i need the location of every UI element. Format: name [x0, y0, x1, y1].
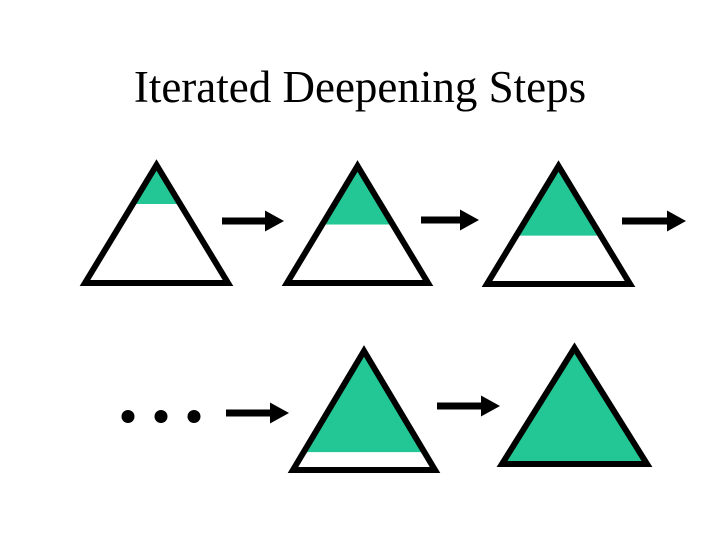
- ellipsis-dot-3: [187, 410, 201, 423]
- triangle-step-1-filled-region: [132, 165, 181, 204]
- arrow-4-right-arrow-icon: [226, 402, 289, 424]
- slide-title: Iterated Deepening Steps: [133, 62, 587, 112]
- triangle-step-3-filled-region: [516, 166, 601, 236]
- triangle-step-4-outline: [287, 345, 441, 473]
- triangle-step-1-body: [85, 165, 228, 283]
- arrow-5-right-arrow-icon: [437, 395, 500, 417]
- triangle-step-1-outline: [79, 159, 234, 286]
- triangle-step-3-outline: [481, 160, 636, 287]
- arrow-3-right-arrow-icon: [622, 210, 686, 232]
- triangle-step-2-filled-region: [322, 166, 393, 225]
- arrow-1-right-arrow-icon: [222, 210, 284, 232]
- triangle-step-4-filled-region: [303, 351, 425, 453]
- triangle-step-5-filled-region: [502, 348, 647, 464]
- ellipsis-dot-1: [121, 410, 135, 423]
- triangle-step-2-outline: [281, 160, 434, 286]
- ellipsis-dot-2: [154, 410, 168, 423]
- arrow-2-right-arrow-icon: [421, 209, 479, 231]
- triangle-step-5-outline: [496, 342, 653, 467]
